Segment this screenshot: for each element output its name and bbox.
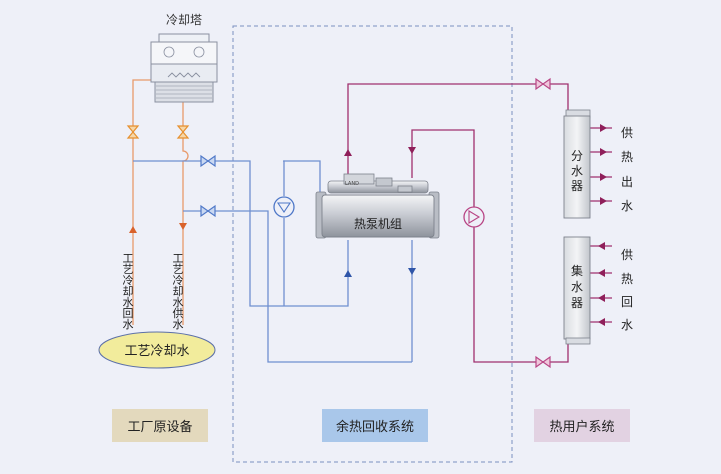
cooling-tower: 冷却塔: [150, 13, 218, 103]
svg-text:热: 热: [621, 150, 633, 164]
cooling-tower-label: 冷却塔: [166, 13, 202, 27]
heating-outlet-label: 供 热 出 水: [621, 126, 633, 213]
distributor-char-2: 水: [571, 164, 583, 178]
recovery-system-boundary: [232, 25, 513, 463]
svg-text:水: 水: [173, 296, 184, 309]
svg-text:回: 回: [123, 307, 134, 320]
svg-text:工: 工: [123, 252, 134, 265]
svg-text:冷: 冷: [123, 274, 134, 287]
section-user-label: 热用户系统: [549, 419, 614, 435]
supply-water-valve[interactable]: [200, 204, 216, 218]
cooling-valve-right[interactable]: [176, 125, 190, 139]
svg-text:艺: 艺: [123, 263, 134, 276]
svg-text:水: 水: [621, 199, 633, 213]
collector-char-1: 集: [571, 263, 583, 278]
svg-text:却: 却: [123, 285, 134, 298]
distributor-char-1: 分: [571, 149, 583, 163]
process-cooling-water-tank[interactable]: 工艺冷却水: [98, 331, 216, 369]
collector-char-3: 器: [571, 296, 583, 310]
svg-text:供: 供: [173, 306, 184, 320]
water-collector[interactable]: 集 水 器: [563, 236, 591, 345]
water-distributor[interactable]: 分 水 器: [563, 109, 591, 219]
heat-pump-label: 热泵机组: [354, 217, 402, 231]
cooling-water-pump[interactable]: [273, 196, 295, 218]
svg-text:工: 工: [173, 252, 184, 265]
svg-text:供: 供: [621, 248, 633, 262]
distributor-char-3: 器: [571, 179, 583, 193]
section-recovery: 余热回收系统: [322, 409, 428, 442]
section-user: 热用户系统: [534, 409, 630, 442]
heat-pump-unit[interactable]: LAND 热泵机组: [315, 173, 440, 239]
supply-pipe-label: 工 艺 冷 却 水 供 水: [173, 252, 184, 331]
return-water-valve[interactable]: [200, 154, 216, 168]
svg-text:却: 却: [173, 285, 184, 298]
heating-inlet-label: 供 热 回 水: [621, 248, 633, 332]
svg-text:回: 回: [621, 295, 633, 309]
cooling-valve-left[interactable]: [126, 125, 140, 139]
svg-text:水: 水: [173, 318, 184, 331]
cooling-pipes: [132, 79, 413, 363]
svg-text:冷: 冷: [173, 274, 184, 287]
flow-arrows: [129, 124, 607, 326]
section-factory: 工厂原设备: [112, 409, 208, 442]
heating-return-valve[interactable]: [535, 355, 551, 369]
svg-text:艺: 艺: [173, 263, 184, 276]
heat-pump-logo: LAND: [345, 181, 359, 187]
section-factory-label: 工厂原设备: [127, 419, 192, 435]
return-pipe-label: 工 艺 冷 却 水 回 水: [123, 252, 134, 331]
section-recovery-label: 余热回收系统: [336, 419, 414, 435]
collector-char-2: 水: [571, 280, 583, 294]
svg-text:出: 出: [621, 175, 633, 189]
svg-text:水: 水: [123, 296, 134, 309]
heating-supply-valve[interactable]: [535, 77, 551, 91]
svg-text:热: 热: [621, 272, 633, 286]
svg-text:水: 水: [621, 318, 633, 332]
heating-water-pump[interactable]: [463, 206, 485, 228]
svg-text:水: 水: [123, 318, 134, 331]
tank-label: 工艺冷却水: [124, 344, 189, 359]
svg-text:供: 供: [621, 126, 633, 140]
